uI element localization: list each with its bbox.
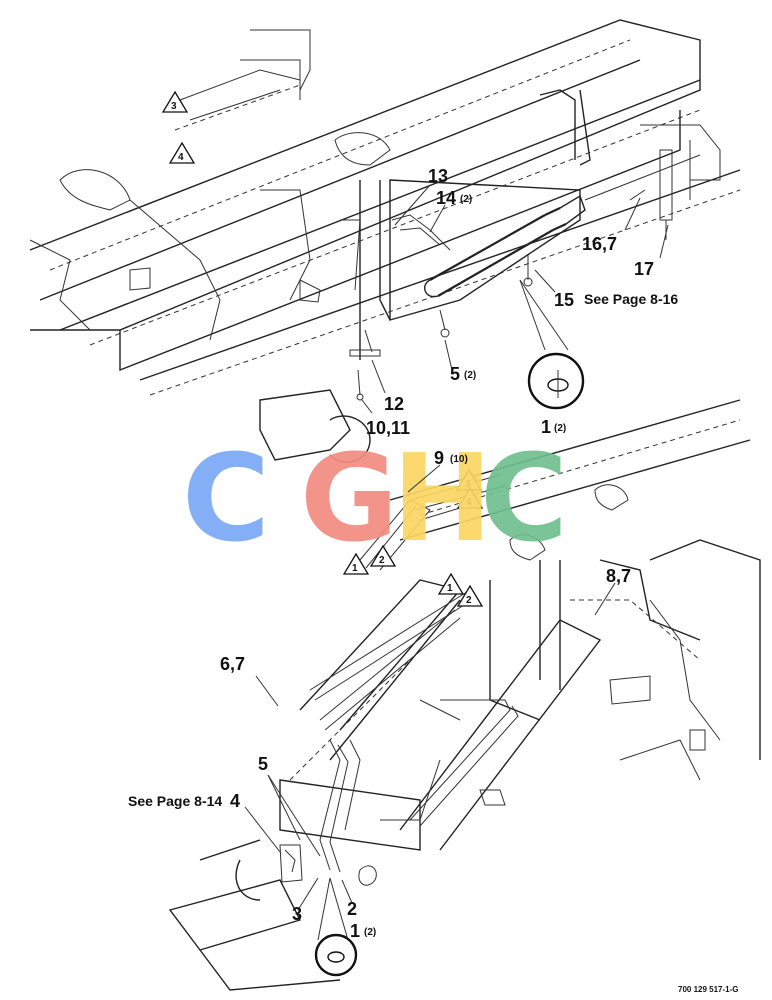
callout-10-11: 10,11 bbox=[366, 418, 410, 438]
callout-5-bottom: 5 bbox=[258, 754, 268, 774]
callout-3: 3 bbox=[292, 904, 302, 924]
callout-1-bottom-qty: (2) bbox=[364, 927, 376, 938]
triangle-marker-label: 3 bbox=[465, 479, 471, 490]
callout-6-7: 6,7 bbox=[220, 654, 245, 674]
triangle-marker-label: 1 bbox=[447, 583, 453, 594]
callout-15-note: See Page 8-16 bbox=[584, 291, 678, 307]
triangle-marker-label: 4 bbox=[466, 497, 472, 508]
callout-4-note: See Page 8-14 bbox=[128, 793, 222, 809]
drawing-number: 700 129 517-1-G bbox=[678, 985, 739, 994]
watermark-letter-g: G bbox=[300, 430, 399, 569]
upper-frame bbox=[29, 19, 741, 396]
triangle-marker-icon: 1 bbox=[437, 572, 465, 595]
callout-14: 14 bbox=[436, 188, 456, 208]
triangle-marker-label: 1 bbox=[352, 563, 358, 574]
callouts: 13 14 (2) 16,7 17 15 See Page 8-16 5 (2)… bbox=[128, 166, 678, 941]
lower-boom bbox=[168, 474, 602, 991]
callout-5-top-qty: (2) bbox=[464, 370, 476, 381]
watermark-letter-c2: C bbox=[480, 430, 568, 569]
callout-4: 4 bbox=[230, 791, 240, 811]
callout-14-qty: (2) bbox=[460, 194, 472, 205]
callout-8-7: 8,7 bbox=[606, 566, 631, 586]
triangle-marker-label: 3 bbox=[171, 101, 177, 112]
watermark-letter-c1: C bbox=[182, 430, 270, 569]
triangle-marker-icon: 2 bbox=[369, 544, 397, 567]
callout-15: 15 bbox=[554, 290, 574, 310]
callout-1-top: 1 bbox=[541, 417, 551, 437]
triangle-marker-icon: 2 bbox=[456, 584, 484, 607]
triangle-marker-icon: 3 bbox=[161, 90, 189, 113]
triangle-marker-label: 4 bbox=[178, 152, 184, 163]
triangle-markers: 3 4 3 4 1 2 1 2 bbox=[161, 90, 484, 607]
callout-17: 17 bbox=[634, 259, 654, 279]
triangle-marker-icon: 1 bbox=[342, 552, 370, 575]
callout-16-7: 16,7 bbox=[582, 234, 617, 254]
detail-circles bbox=[314, 352, 585, 977]
callout-13: 13 bbox=[428, 166, 448, 186]
watermark-letter-h: H bbox=[392, 430, 492, 569]
callout-5-top: 5 bbox=[450, 364, 460, 384]
triangle-marker-label: 2 bbox=[379, 555, 385, 566]
callout-1-top-qty: (2) bbox=[554, 423, 566, 434]
triangle-marker-icon: 4 bbox=[456, 486, 484, 509]
middle-frame bbox=[259, 389, 761, 781]
triangle-marker-label: 2 bbox=[466, 595, 472, 606]
callout-12: 12 bbox=[384, 394, 404, 414]
callout-2: 2 bbox=[347, 899, 357, 919]
callout-1-bottom: 1 bbox=[350, 921, 360, 941]
leader-lines bbox=[244, 184, 669, 941]
callout-9: 9 bbox=[434, 448, 444, 468]
triangle-marker-icon: 4 bbox=[168, 141, 196, 164]
callout-9-qty: (10) bbox=[450, 454, 468, 465]
watermark: C G H C bbox=[182, 430, 568, 569]
